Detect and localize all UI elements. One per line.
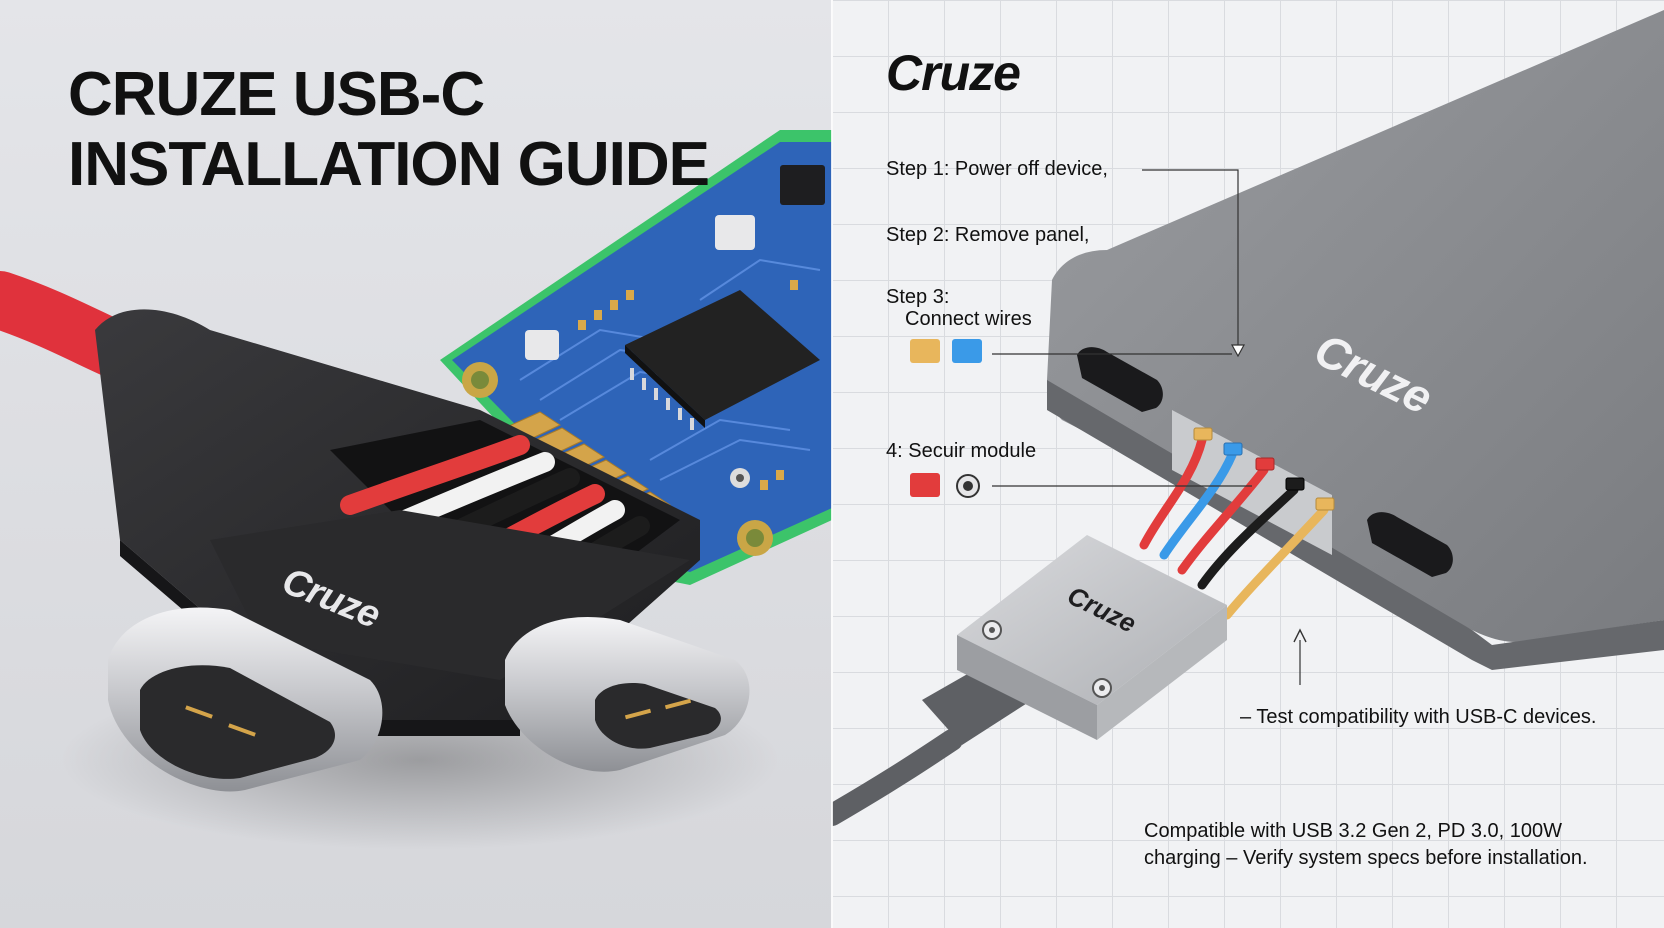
usb-c-plug-left: [108, 607, 383, 792]
panel-divider: [831, 0, 833, 928]
step-3-title: Step 3:: [886, 286, 950, 308]
microchip: [625, 290, 820, 430]
arrow-head: [1293, 628, 1307, 643]
wire-swatch-red: [910, 473, 940, 497]
wire-swatch-blue: [952, 339, 982, 363]
cable-illustration-panel: CRUZE USB-C INSTALLATION GUIDE Cruze: [0, 0, 832, 928]
test-note: – Test compatibility with USB-C devices.: [1240, 706, 1597, 728]
wire-bundle: [1139, 435, 1329, 620]
pcb-board: [440, 130, 832, 585]
wire-terminals: [1193, 427, 1335, 511]
pcb-component: [525, 330, 559, 360]
page-title: CRUZE USB-C INSTALLATION GUIDE: [68, 60, 788, 200]
callout-lines: [992, 169, 1301, 685]
device-illustration: [832, 10, 1664, 826]
gray-cable: [832, 729, 963, 826]
brand-logo: Cruze: [886, 45, 1021, 101]
step-3-label: Connect wires: [905, 308, 1032, 330]
arrow-head: [1230, 344, 1246, 358]
device-port: [1077, 347, 1163, 412]
spec-line-2: charging – Verify system specs before in…: [1144, 847, 1588, 869]
screw-icon: [956, 474, 980, 498]
title-line-2: INSTALLATION GUIDE: [68, 130, 710, 199]
pcb-component: [715, 215, 755, 250]
step-4-label: 4: Secuir module: [886, 440, 1037, 462]
usb-c-module: [957, 535, 1227, 740]
cable-illustration: [0, 130, 832, 850]
title-line-1: CRUZE USB-C: [68, 60, 485, 129]
step-1-label: Step 1: Power off device,: [886, 158, 1108, 180]
usb-c-plug-right: [505, 616, 750, 772]
spec-note: Compatible with USB 3.2 Gen 2, PD 3.0, 1…: [1144, 818, 1644, 872]
step-2-label: Step 2: Remove panel,: [886, 224, 1090, 246]
pcb-component: [780, 165, 825, 205]
wire-swatch-yellow: [910, 339, 940, 363]
spec-line-1: Compatible with USB 3.2 Gen 2, PD 3.0, 1…: [1144, 820, 1562, 842]
installation-diagram-panel: [832, 0, 1664, 928]
device-port: [1367, 512, 1453, 577]
